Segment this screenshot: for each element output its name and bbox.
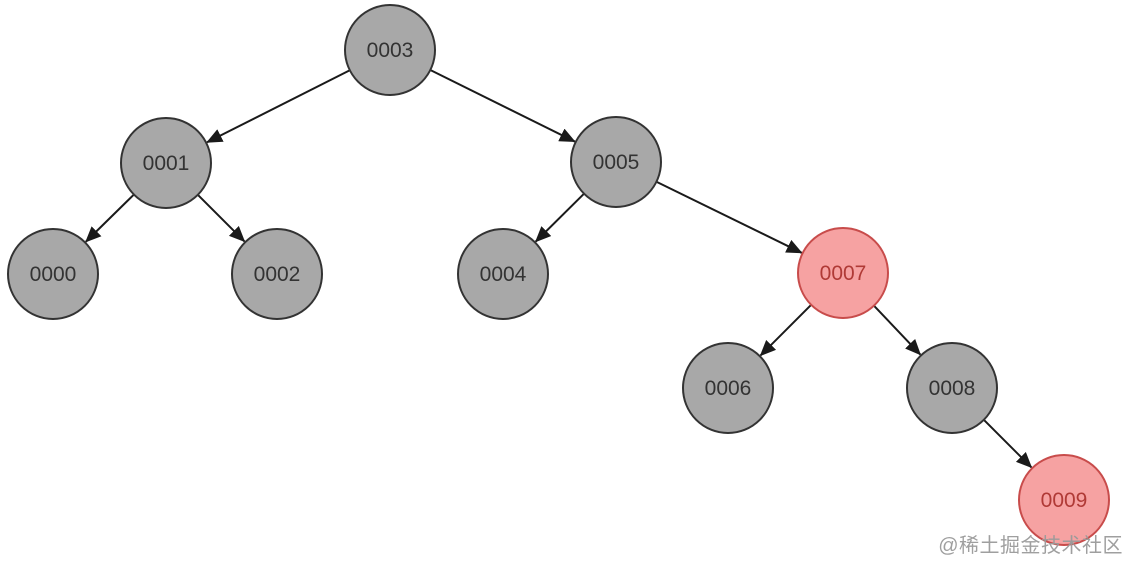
tree-node-0004: 0004 — [457, 228, 549, 320]
node-label-0005: 0005 — [593, 151, 640, 174]
node-circle-0009 — [1018, 454, 1110, 546]
node-label-0008: 0008 — [929, 377, 976, 400]
tree-node-0000: 0000 — [7, 228, 99, 320]
tree-node-0008: 0008 — [906, 342, 998, 434]
tree-edge-0001-0002 — [197, 194, 246, 243]
node-label-0003: 0003 — [367, 39, 414, 62]
tree-node-0009: 0009 — [1018, 454, 1110, 546]
node-circle-0002 — [231, 228, 323, 320]
node-circle-0007 — [797, 227, 889, 319]
tree-node-0003: 0003 — [344, 4, 436, 96]
tree-edge-0007-0008 — [873, 304, 922, 356]
tree-node-0001: 0001 — [120, 117, 212, 209]
node-label-0007: 0007 — [820, 262, 867, 285]
tree-node-0005: 0005 — [570, 116, 662, 208]
tree-edge-0003-0001 — [206, 69, 351, 144]
tree-edge-0001-0000 — [85, 193, 135, 243]
tree-edge-0007-0006 — [759, 304, 812, 357]
node-circle-0004 — [457, 228, 549, 320]
tree-node-0006: 0006 — [682, 342, 774, 434]
tree-edge-0003-0005 — [429, 69, 576, 143]
tree-node-0002: 0002 — [231, 228, 323, 320]
tree-edge-0005-0004 — [534, 192, 585, 243]
tree-node-0007: 0007 — [797, 227, 889, 319]
tree-edge-0005-0007 — [655, 180, 803, 254]
node-label-0004: 0004 — [480, 263, 527, 286]
node-circle-0006 — [682, 342, 774, 434]
node-label-0000: 0000 — [30, 263, 77, 286]
node-circle-0001 — [120, 117, 212, 209]
node-label-0002: 0002 — [254, 263, 301, 286]
node-label-0009: 0009 — [1041, 489, 1088, 512]
node-label-0006: 0006 — [705, 377, 752, 400]
node-circle-0005 — [570, 116, 662, 208]
node-circle-0003 — [344, 4, 436, 96]
node-circle-0008 — [906, 342, 998, 434]
node-circle-0000 — [7, 228, 99, 320]
node-label-0001: 0001 — [143, 152, 190, 175]
tree-edge-0008-0009 — [983, 419, 1033, 469]
